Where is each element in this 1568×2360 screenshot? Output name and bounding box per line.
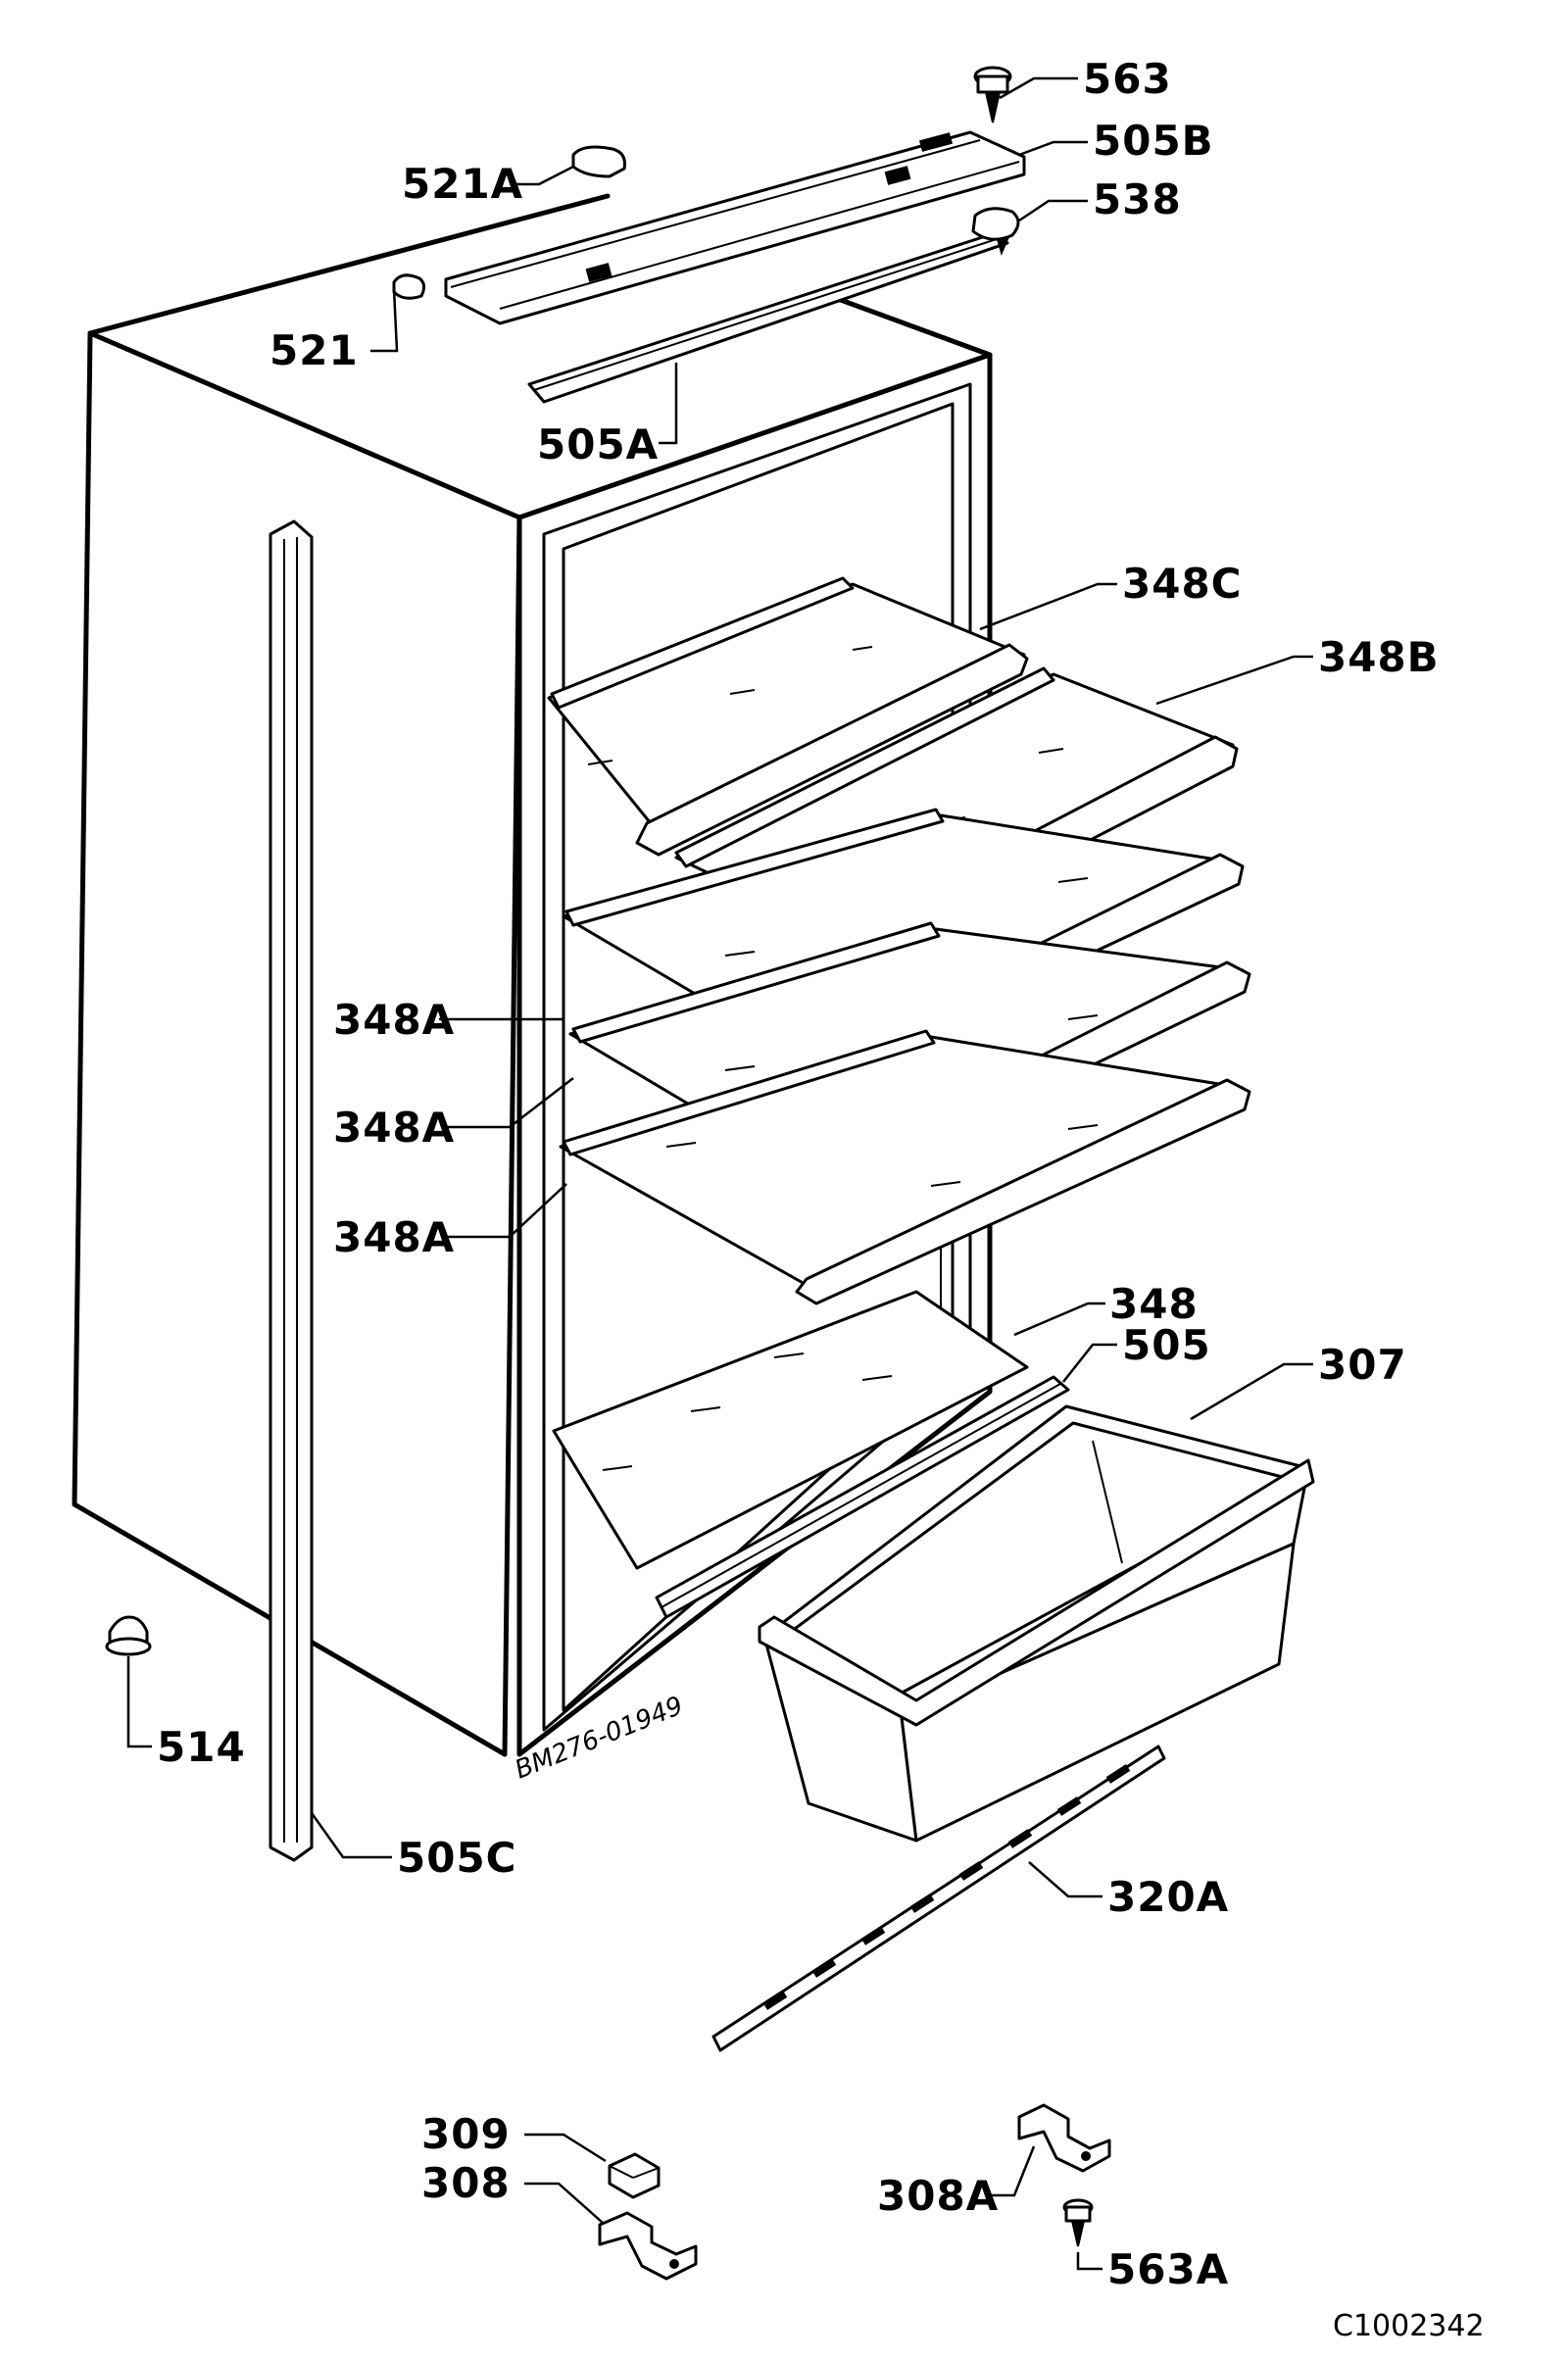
part-521a-cap	[571, 145, 626, 178]
label-505c: 505C	[397, 1834, 517, 1882]
trim-strip-505a	[527, 231, 1009, 404]
label-563a: 563A	[1107, 2245, 1229, 2293]
label-307: 307	[1318, 1341, 1407, 1389]
crisper-drawer-307	[758, 1404, 1315, 1843]
part-308a-hinge	[1017, 2103, 1111, 2173]
shelf-348a-3	[559, 1029, 1251, 1305]
label-308a: 308A	[877, 2172, 999, 2220]
label-521: 521	[270, 326, 359, 374]
label-348b: 348B	[1318, 633, 1440, 681]
label-348c: 348C	[1122, 560, 1243, 608]
part-521-plug	[392, 273, 426, 300]
leader-lines	[126, 76, 1313, 2271]
label-308: 308	[421, 2159, 511, 2207]
part-514-foot	[105, 1615, 152, 1656]
label-348a-1: 348A	[333, 996, 455, 1044]
label-309: 309	[421, 2110, 511, 2158]
door-seal-505c	[269, 519, 314, 1862]
shelf-348c	[547, 576, 1029, 857]
label-538: 538	[1093, 175, 1182, 223]
trim-505	[655, 1375, 1070, 1619]
label-348a-2: 348A	[333, 1104, 455, 1152]
part-309-cap	[608, 2152, 661, 2199]
label-348a-3: 348A	[333, 1213, 455, 1261]
part-563-screw	[973, 66, 1012, 123]
part-308-hinge	[598, 2211, 698, 2281]
label-505: 505	[1122, 1321, 1211, 1369]
label-348: 348	[1109, 1280, 1199, 1328]
label-505b: 505B	[1093, 117, 1214, 165]
label-563: 563	[1083, 55, 1172, 103]
shelf-348-glass	[552, 1290, 1029, 1570]
cabinet-body	[72, 193, 993, 1757]
part-labels: 563 505B 521A 538 521 505A 348C 348B 348…	[157, 55, 1440, 2293]
part-538-bracket	[971, 207, 1020, 256]
label-514: 514	[157, 1723, 246, 1771]
part-563a-screw	[1062, 2198, 1094, 2247]
catalog-code: C1002342	[1333, 2309, 1485, 2343]
rail-320a	[711, 1745, 1166, 2052]
top-hinge-bar-505b	[444, 130, 1026, 325]
label-505a: 505A	[537, 420, 659, 468]
label-521a: 521A	[402, 160, 523, 208]
label-320a: 320A	[1107, 1873, 1229, 1921]
